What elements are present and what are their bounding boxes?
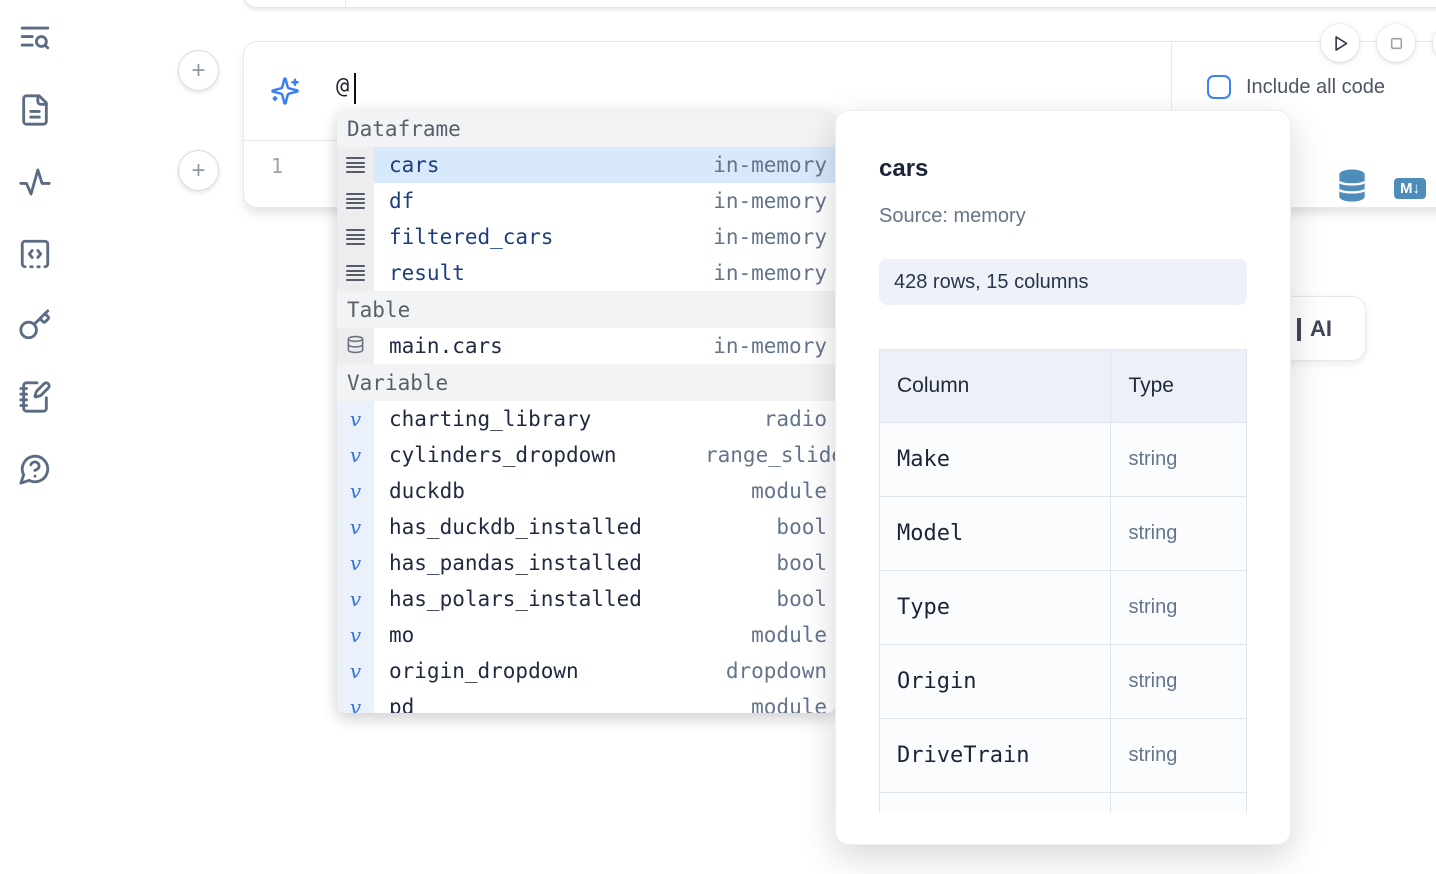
variable-icon: v	[350, 407, 361, 431]
dataframe-icon	[346, 263, 365, 284]
table-row: Origin string	[880, 645, 1247, 719]
ai-button-label: AI	[1310, 316, 1332, 342]
include-all-code-checkbox[interactable]	[1207, 75, 1231, 99]
variable-icon: v	[350, 443, 361, 467]
dataframe-icon	[346, 155, 365, 176]
variable-icon: v	[350, 587, 361, 611]
list-search-icon[interactable]	[18, 21, 54, 57]
dataframe-preview-popup: cars Source: memory 428 rows, 15 columns…	[835, 110, 1291, 845]
completion-item-df[interactable]: df in-memory	[337, 183, 835, 219]
completion-item-cars[interactable]: cars in-memory	[337, 147, 835, 183]
schema-table: Column Type Make string Model string Typ…	[879, 349, 1248, 813]
variable-icon: v	[350, 623, 361, 647]
shape-badge: 428 rows, 15 columns	[879, 259, 1247, 305]
preview-title: cars	[879, 155, 928, 183]
table-row: Model string	[880, 497, 1247, 571]
table-row: DriveTrain string	[880, 719, 1247, 793]
text-caret	[354, 73, 356, 104]
table-database-icon	[346, 335, 365, 358]
key-icon[interactable]	[18, 308, 54, 344]
code-snippet-icon[interactable]	[18, 237, 54, 273]
table-row-partial	[880, 793, 1247, 814]
completion-item-cylinders-dropdown[interactable]: v cylinders_dropdown range_slider	[337, 437, 835, 473]
line-number: 1	[271, 154, 283, 178]
run-cell-button[interactable]	[1321, 24, 1359, 62]
ai-sparkles-icon	[270, 76, 300, 106]
table-row: Make string	[880, 423, 1247, 497]
section-header-table: Table	[337, 291, 835, 328]
variable-icon: v	[350, 515, 361, 539]
dataframe-icon	[346, 227, 365, 248]
completion-item-result[interactable]: result in-memory	[337, 255, 835, 291]
completion-item-has-polars-installed[interactable]: v has_polars_installed bool	[337, 581, 835, 617]
notebook-pen-icon[interactable]	[18, 380, 54, 416]
variable-icon: v	[350, 695, 361, 713]
dataframe-icon	[346, 191, 365, 212]
completion-item-origin-dropdown[interactable]: v origin_dropdown dropdown	[337, 653, 835, 689]
stop-button[interactable]	[1377, 24, 1415, 62]
section-header-dataframe: Dataframe	[337, 110, 835, 147]
section-header-variable: Variable	[337, 364, 835, 401]
completion-item-partial[interactable]: v pd module	[337, 689, 835, 713]
completion-item-charting-library[interactable]: v charting_library radio	[337, 401, 835, 437]
include-all-code-label: Include all code	[1246, 76, 1385, 99]
completion-item-has-pandas-installed[interactable]: v has_pandas_installed bool	[337, 545, 835, 581]
add-cell-below-button[interactable]: +	[178, 150, 219, 191]
preview-source: Source: memory	[879, 205, 1026, 228]
autocomplete-dropdown: Dataframe cars in-memory df in-memory fi…	[337, 110, 835, 713]
database-icon[interactable]	[1336, 167, 1368, 209]
help-chat-icon[interactable]	[18, 452, 54, 488]
completion-item-has-duckdb-installed[interactable]: v has_duckdb_installed bool	[337, 509, 835, 545]
add-cell-above-button[interactable]: +	[178, 50, 219, 91]
variable-icon: v	[350, 659, 361, 683]
table-header-row: Column Type	[880, 350, 1247, 423]
variable-icon: v	[350, 551, 361, 575]
ai-prompt-input[interactable]: @	[336, 74, 349, 99]
completion-item-duckdb[interactable]: v duckdb module	[337, 473, 835, 509]
completion-item-mo[interactable]: v mo module	[337, 617, 835, 653]
completion-item-filtered-cars[interactable]: filtered_cars in-memory	[337, 219, 835, 255]
column-header: Column	[880, 350, 1111, 423]
markdown-icon[interactable]: M↓	[1394, 178, 1426, 199]
table-row: Type string	[880, 571, 1247, 645]
type-header: Type	[1111, 350, 1247, 423]
clipped-letter	[1297, 318, 1301, 341]
file-text-icon[interactable]	[18, 93, 54, 129]
variable-icon: v	[350, 479, 361, 503]
previous-cell-edge	[243, 0, 1436, 8]
activity-icon[interactable]	[18, 165, 54, 201]
completion-item-main-cars[interactable]: main.cars in-memory	[337, 328, 835, 364]
